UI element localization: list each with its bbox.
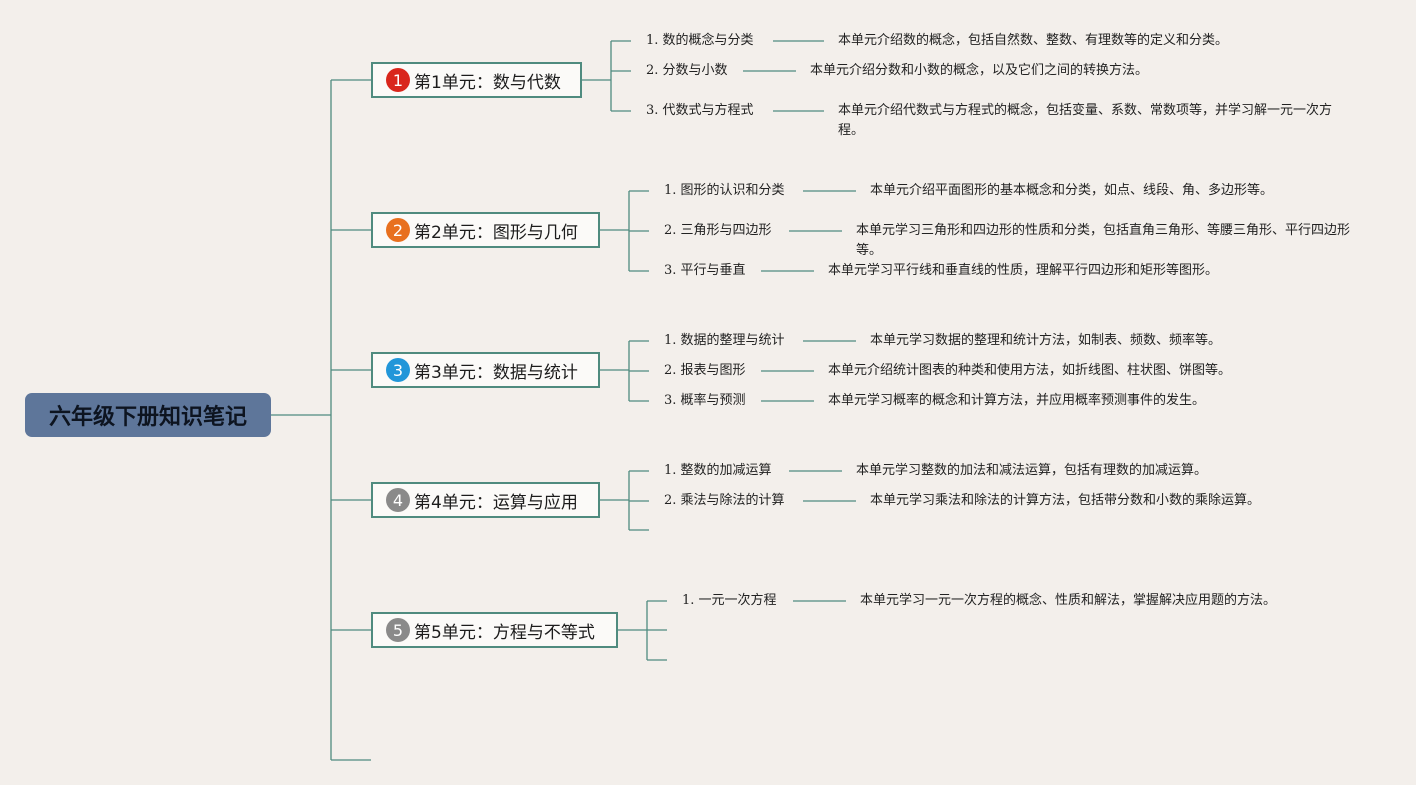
unit-label: 第4单元：运算与应用 bbox=[414, 492, 578, 513]
topic-description: 本单元学习概率的概念和计算方法，并应用概率预测事件的发生。 bbox=[828, 393, 1206, 408]
unit-label: 第1单元：数与代数 bbox=[414, 72, 561, 93]
topic-label[interactable]: 3. 概率与预测 bbox=[664, 393, 746, 408]
unit-label: 第3单元：数据与统计 bbox=[414, 362, 578, 383]
topic-label[interactable]: 2. 分数与小数 bbox=[646, 63, 728, 78]
topic-label[interactable]: 2. 三角形与四边形 bbox=[664, 223, 772, 238]
topic-description: 本单元介绍分数和小数的概念，以及它们之间的转换方法。 bbox=[810, 63, 1149, 78]
topic-label[interactable]: 2. 报表与图形 bbox=[664, 363, 746, 378]
topic-description: 本单元学习数据的整理和统计方法，如制表、频数、频率等。 bbox=[870, 333, 1222, 348]
topic-label[interactable]: 1. 一元一次方程 bbox=[682, 593, 777, 608]
topic-label[interactable]: 3. 平行与垂直 bbox=[664, 263, 746, 278]
unit-number-badge: 5 bbox=[386, 618, 410, 642]
topic-description: 本单元介绍平面图形的基本概念和分类，如点、线段、角、多边形等。 bbox=[870, 183, 1274, 198]
topic-description: 本单元学习一元一次方程的概念、性质和解法，掌握解决应用题的方法。 bbox=[860, 593, 1277, 608]
topic-description: 本单元学习乘法和除法的计算方法，包括带分数和小数的乘除运算。 bbox=[870, 493, 1261, 508]
unit-label: 第5单元：方程与不等式 bbox=[414, 622, 595, 643]
topic-label[interactable]: 1. 整数的加减运算 bbox=[664, 463, 772, 478]
unit-number-badge: 3 bbox=[386, 358, 410, 382]
topic-label[interactable]: 1. 图形的认识和分类 bbox=[664, 183, 785, 198]
topic-label[interactable]: 1. 数据的整理与统计 bbox=[664, 333, 785, 348]
unit-number-badge: 1 bbox=[386, 68, 410, 92]
topic-label[interactable]: 3. 代数式与方程式 bbox=[646, 103, 754, 118]
root-topic[interactable]: 六年级下册知识笔记 bbox=[25, 393, 271, 437]
topic-label[interactable]: 1. 数的概念与分类 bbox=[646, 33, 754, 48]
topic-label[interactable]: 2. 乘法与除法的计算 bbox=[664, 493, 785, 508]
topic-description: 本单元介绍代数式与方程式的概念，包括变量、系数、常数项等，并学习解一元一次方程。 bbox=[838, 103, 1333, 138]
topic-description: 本单元介绍统计图表的种类和使用方法，如折线图、柱状图、饼图等。 bbox=[828, 363, 1232, 378]
unit-label: 第2单元：图形与几何 bbox=[414, 222, 578, 243]
topic-description: 本单元介绍数的概念，包括自然数、整数、有理数等的定义和分类。 bbox=[838, 33, 1229, 48]
unit-number-badge: 2 bbox=[386, 218, 410, 242]
topic-description: 本单元学习三角形和四边形的性质和分类，包括直角三角形、等腰三角形、平行四边形等。 bbox=[856, 223, 1351, 258]
unit-number-badge: 4 bbox=[386, 488, 410, 512]
topic-description: 本单元学习整数的加法和减法运算，包括有理数的加减运算。 bbox=[856, 463, 1208, 478]
topic-description: 本单元学习平行线和垂直线的性质，理解平行四边形和矩形等图形。 bbox=[828, 263, 1219, 278]
